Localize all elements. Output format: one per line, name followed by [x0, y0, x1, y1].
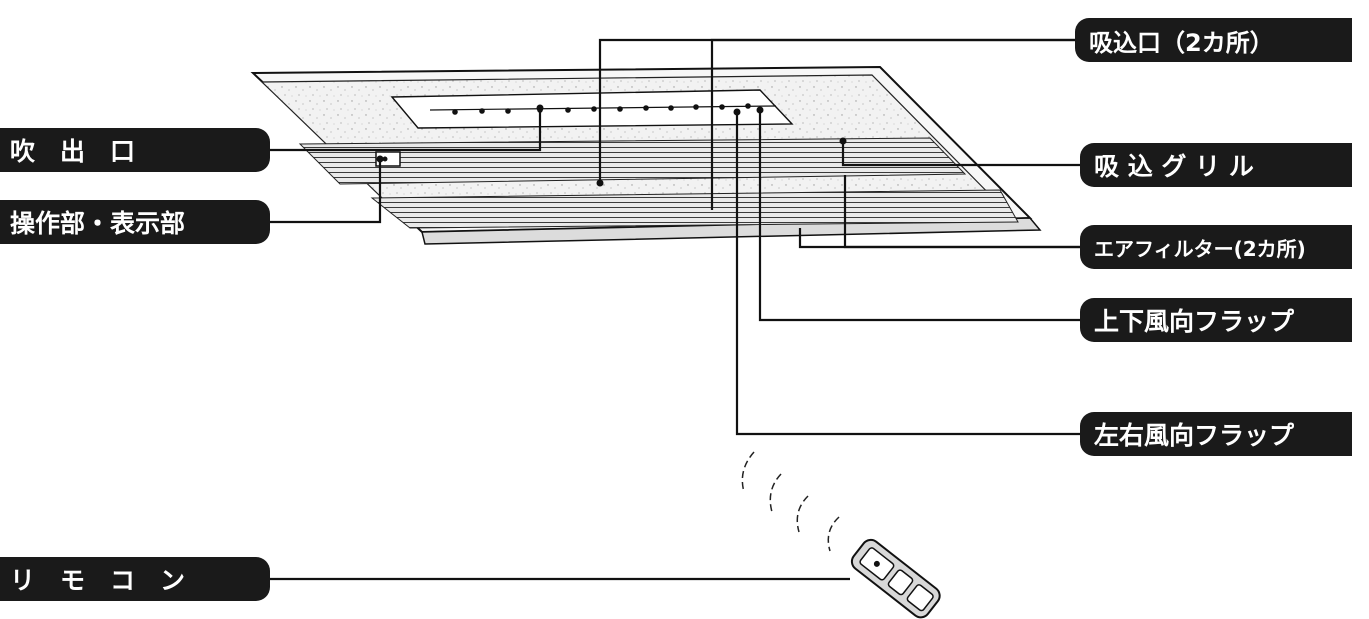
label-intake-2: 吸込口（2カ所） [1075, 18, 1352, 62]
label-vertical-flap: 上下風向フラップ [1080, 298, 1352, 342]
label-horizontal-flap: 左右風向フラップ [1080, 412, 1352, 456]
leader-control-display [270, 160, 382, 224]
leader-intake-2 [710, 38, 1075, 210]
label-intake-grille: 吸 込 グ リ ル [1080, 143, 1352, 187]
signal-waves-icon [741, 451, 840, 552]
label-control-display: 操作部・表示部 [0, 200, 270, 244]
label-outlet: 吹 出 口 [0, 128, 270, 172]
leader-horizontal-flap [735, 112, 1080, 436]
control-display-panel [375, 151, 401, 167]
leader-outlet [270, 110, 542, 152]
label-remote: リ モ コ ン [0, 557, 270, 601]
leader-lines [270, 38, 1080, 581]
control-panel-dot [382, 156, 388, 162]
leader-vertical-flap [758, 110, 1080, 322]
leader-air-filter-2 [843, 175, 1080, 249]
leader-end-dots [376, 104, 847, 187]
label-air-filter: エアフィルター(2カ所) [1080, 225, 1352, 269]
remote-control [850, 538, 941, 619]
leader-intake-grille [841, 142, 1080, 167]
intake-grille-band-lower [370, 189, 1019, 229]
indoor-unit [250, 65, 1042, 245]
